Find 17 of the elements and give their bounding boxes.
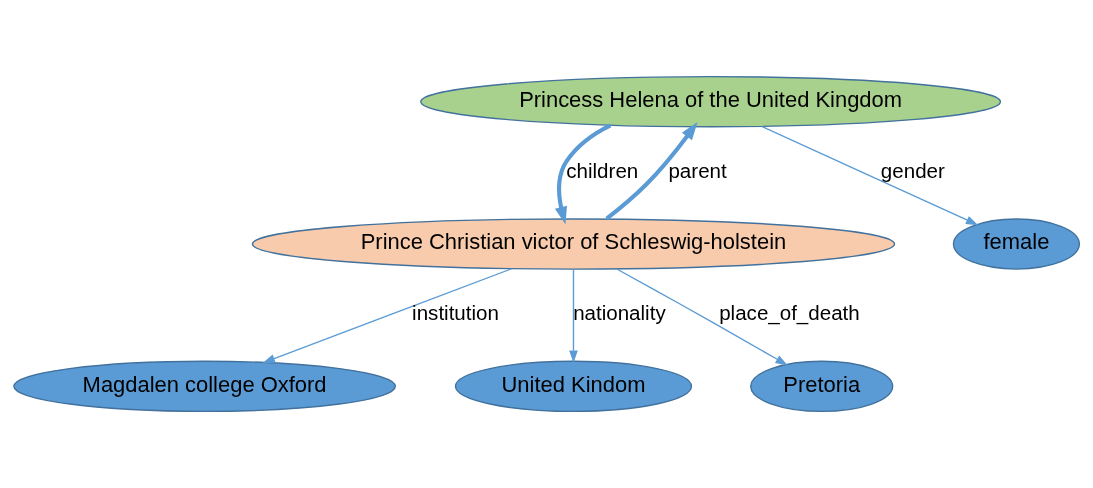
node-ellipse: Pretoria (750, 360, 894, 413)
edge-label: gender (880, 158, 945, 182)
arrow (262, 268, 512, 363)
arrow (569, 269, 578, 363)
edge-label: institution (412, 300, 499, 324)
edge-label: parent (668, 158, 727, 182)
arrow (616, 268, 788, 366)
node-ellipse: United Kindom (454, 360, 693, 413)
edge-label: children (566, 158, 639, 182)
edge-label: place_of_death (719, 300, 860, 324)
arrow (605, 122, 698, 221)
edge-label: nationality (573, 300, 666, 324)
node-ellipse: Princess Helena of the United Kingdom (420, 75, 1002, 128)
arrow (761, 125, 979, 226)
node-ellipse: Prince Christian victor of Schleswig-holstein (251, 218, 896, 270)
node-ellipse: Magdalen college Oxford (13, 360, 397, 413)
arrow (554, 123, 612, 225)
